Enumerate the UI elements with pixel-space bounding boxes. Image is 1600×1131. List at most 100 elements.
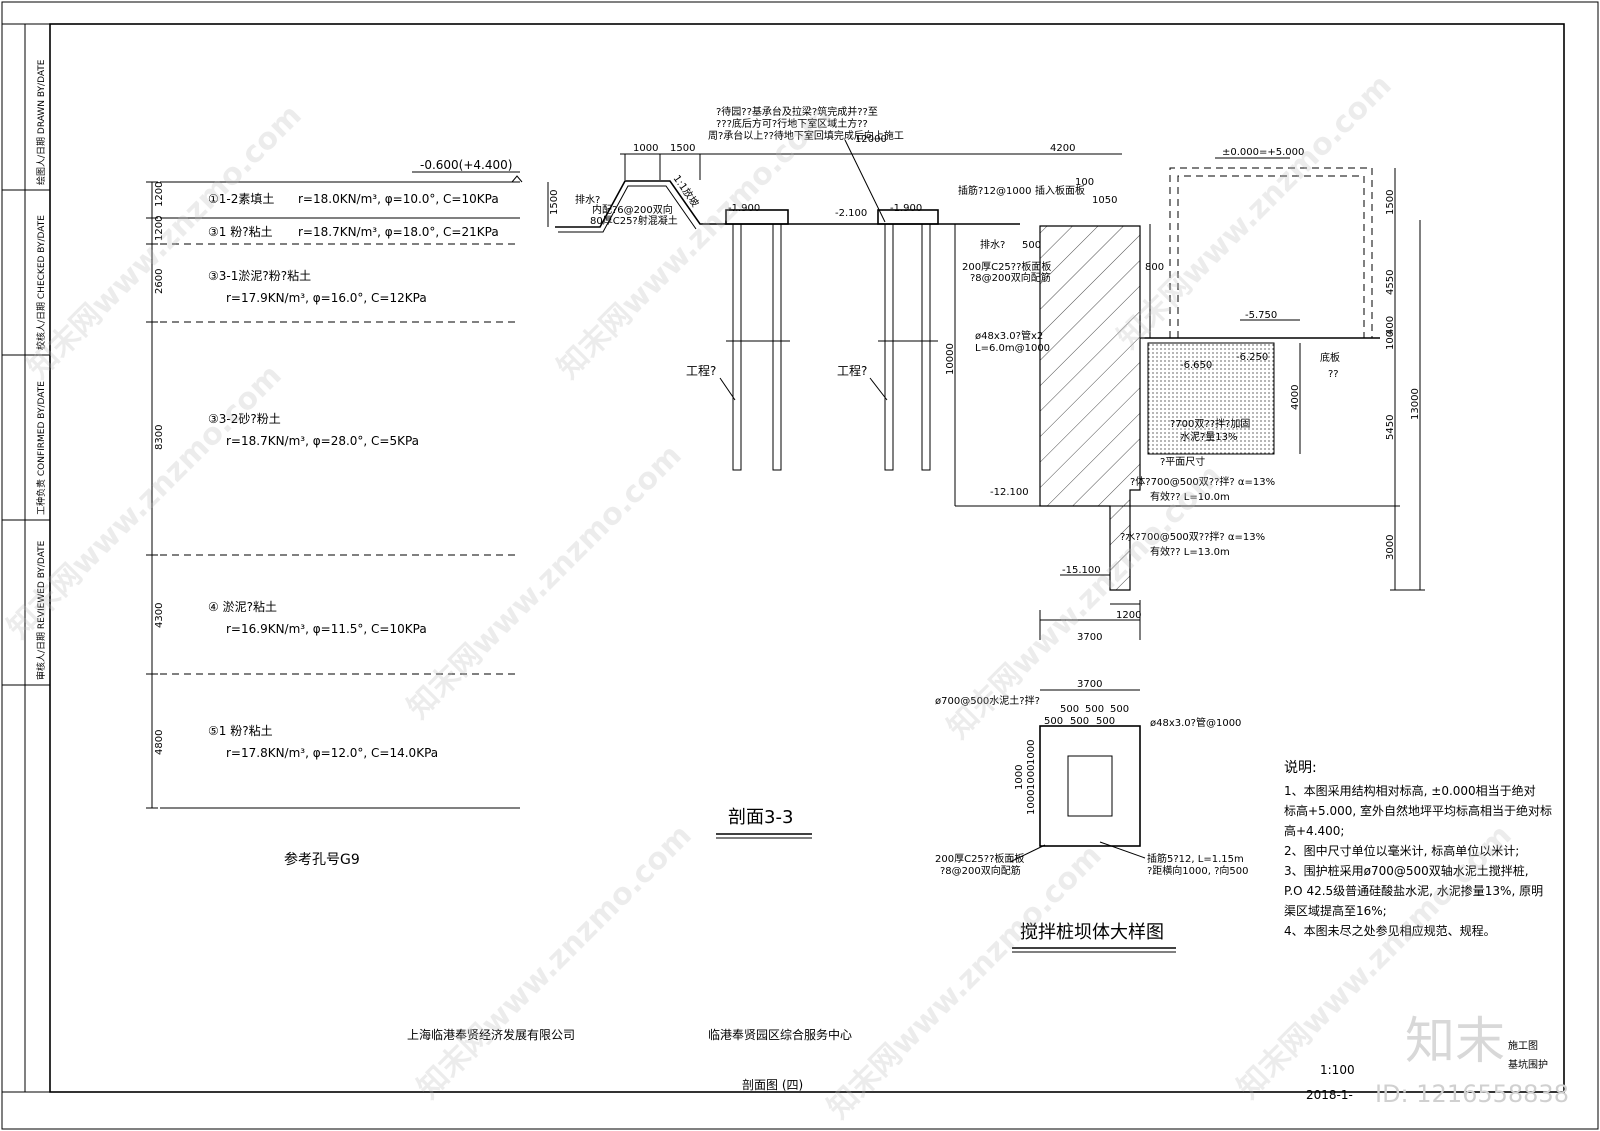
shotcrete-label: 80厚C25?射混凝土 bbox=[590, 214, 678, 227]
layer-3-params: r=17.9KN/m³, φ=16.0°, C=12KPa bbox=[226, 291, 427, 305]
detail-top-dim: 3700 bbox=[1077, 679, 1102, 690]
top-note-1: ?待园??基承台及拉梁?筑完成并??至 bbox=[716, 105, 878, 118]
svg-text:1000: 1000 bbox=[1014, 765, 1025, 790]
pile-label-2: 工程? bbox=[837, 363, 867, 378]
layer-1-name: ①1-2素填土 bbox=[208, 192, 274, 206]
layer-5-params: r=16.9KN/m³, φ=11.5°, C=10KPa bbox=[226, 622, 427, 636]
watermark-id: ID: 1216558838 bbox=[1375, 1080, 1569, 1108]
elev-seal-toe: -15.100 bbox=[1062, 565, 1101, 576]
dim-1200: 1200 bbox=[1116, 610, 1141, 621]
title-block: 上海临港奉贤经济发展有限公司 临港奉贤园区综合服务中心 剖面图 (四) 1:10… bbox=[407, 1027, 1548, 1102]
layer-4-name: ③3-2砂?粉土 bbox=[208, 412, 281, 426]
rebar-label: 插筋?12@1000 bbox=[958, 184, 1031, 197]
mesh-label: 内配?6@200双向 bbox=[592, 203, 673, 216]
floor-slab-label-2: ?? bbox=[1328, 369, 1339, 380]
ref-hole-label: 参考孔号G9 bbox=[284, 851, 360, 868]
layer-6-params: r=17.8KN/m³, φ=12.0°, C=14.0KPa bbox=[226, 746, 438, 760]
note-line-2: 标高+5.000, 室外自然地坪平均标高相当于绝对标 bbox=[1284, 803, 1552, 818]
elev-wall-toe: -12.100 bbox=[990, 487, 1029, 498]
note-line-1: 1、本图采用结构相对标高, ±0.000相当于绝对 bbox=[1284, 783, 1536, 798]
dim-3700: 3700 bbox=[1077, 632, 1102, 643]
thick-6: 4800 bbox=[154, 730, 165, 755]
svg-text:绘图人/日期 DRAWN BY/DATE: 绘图人/日期 DRAWN BY/DATE bbox=[35, 59, 47, 185]
footer-type: 基坑围护 bbox=[1508, 1058, 1548, 1071]
footer-scale: 1:100 bbox=[1320, 1063, 1355, 1077]
wall-length-label: 有效?? L=10.0m bbox=[1150, 490, 1230, 503]
svg-text:审核人/日期 REVIEWED BY/DATE: 审核人/日期 REVIEWED BY/DATE bbox=[35, 540, 47, 680]
detail-d500-5: 500 bbox=[1070, 716, 1089, 727]
footer-date: 2018-1- bbox=[1306, 1088, 1353, 1102]
soil-profile: 1200 1200 2600 8300 4300 4800 -0.600(+4.… bbox=[146, 158, 523, 868]
elev-datum: ±0.000=+5.000 bbox=[1222, 147, 1304, 158]
plan-size-label: ?平面尺寸 bbox=[1160, 455, 1205, 468]
dim-r-3000: 3000 bbox=[1385, 535, 1396, 560]
note-line-8: 4、本图未尽之处参见相应规范、规程。 bbox=[1284, 923, 1496, 938]
footer-stage: 施工图 bbox=[1508, 1039, 1538, 1052]
dim-800: 800 bbox=[1145, 262, 1164, 273]
elev-pilecap-2: -1.900 bbox=[890, 203, 922, 214]
svg-text:1000: 1000 bbox=[1026, 765, 1037, 790]
pile-label-1: 工程? bbox=[686, 363, 716, 378]
detail-slab-label: 200厚C25??板面板 bbox=[935, 852, 1024, 865]
dim-12000: 12000 bbox=[855, 134, 887, 145]
watermark-site-5: 知末网www.znzmo.com bbox=[401, 438, 689, 726]
top-note-3: 周?承台以上??待地下室回填完成后向上施工 bbox=[708, 129, 904, 142]
pipe-length-label: L=6.0m@1000 bbox=[975, 343, 1050, 354]
floor-slab-label: 底板 bbox=[1320, 351, 1340, 364]
footer-project: 临港奉贤园区综合服务中心 bbox=[708, 1027, 852, 1042]
elev-ground: -2.100 bbox=[835, 208, 867, 219]
svg-text:工种负责 CONFIRMED BY/DATE: 工种负责 CONFIRMED BY/DATE bbox=[35, 381, 47, 515]
dim-r-5450: 5450 bbox=[1385, 415, 1396, 440]
footer-drawing: 剖面图 (四) bbox=[742, 1078, 803, 1092]
seal-spec-label: ?水?700@500双??拌? α=13% bbox=[1120, 530, 1265, 543]
dim-r-400: 400 bbox=[1385, 316, 1396, 335]
thick-1: 1200 bbox=[154, 182, 165, 207]
top-elevation: -0.600(+4.400) bbox=[420, 158, 512, 172]
dim-500: 500 bbox=[1022, 240, 1041, 251]
detail-d500-6: 500 bbox=[1096, 716, 1115, 727]
thick-4: 8300 bbox=[154, 425, 165, 450]
side-label-confirmed: 工种负责 CONFIRMED BY/DATE bbox=[35, 381, 47, 515]
dim-10000: 10000 bbox=[945, 343, 956, 375]
footer-company: 上海临港奉贤经济发展有限公司 bbox=[407, 1027, 575, 1042]
layer-5-name: ④ 淤泥?粘土 bbox=[208, 599, 277, 614]
note-line-5: 3、围护桩采用ø700@500双轴水泥土搅拌桩, bbox=[1284, 863, 1529, 878]
detail-title: 搅拌桩坝体大样图 bbox=[1020, 922, 1164, 943]
svg-text:1500: 1500 bbox=[549, 190, 560, 215]
svg-text:1000: 1000 bbox=[1026, 790, 1037, 815]
elev-pit-2: -6.250 bbox=[1236, 352, 1268, 363]
thick-3: 2600 bbox=[154, 269, 165, 294]
detail-d500-4: 500 bbox=[1044, 716, 1063, 727]
detail-pipe-label: ø48x3.0?管@1000 bbox=[1150, 716, 1241, 729]
detail-top-label: ø700@500水泥土?拌? bbox=[935, 694, 1040, 707]
top-note-2: ???底后方可?行地下室区域土方?? bbox=[716, 117, 868, 130]
watermark-site-7: 知末网www.znzmo.com bbox=[411, 818, 699, 1106]
section-title: 剖面3-3 bbox=[728, 807, 793, 828]
dim-1050: 1050 bbox=[1092, 195, 1117, 206]
dim-r-100: 100 bbox=[1385, 331, 1396, 350]
side-label-drawn: 绘图人/日期 DRAWN BY/DATE bbox=[35, 59, 47, 185]
inner-frame bbox=[49, 23, 1565, 1093]
dim-r-4550: 4550 bbox=[1385, 270, 1396, 295]
layer-2-name: ③1 粉?粘土 bbox=[208, 224, 273, 239]
watermark-site-1: 知末网www.znzmo.com bbox=[21, 98, 309, 386]
mixing-pile-detail: 3700 ø700@500水泥土?拌? ø48x3.0?管@1000 500 5… bbox=[935, 679, 1249, 953]
slab-label: 200厚C25??板面板 bbox=[962, 260, 1051, 273]
thick-5: 4300 bbox=[154, 603, 165, 628]
wall-spec-label: ?体?700@500双??拌? α=13% bbox=[1130, 475, 1275, 488]
note-line-3: 高+4.400; bbox=[1284, 823, 1344, 838]
layer-4-params: r=18.7KN/m³, φ=28.0°, C=5KPa bbox=[226, 434, 419, 448]
watermark-brand: 知末 bbox=[1405, 1012, 1505, 1070]
elev-pilecap-1: -1.900 bbox=[728, 203, 760, 214]
drain-label-2: 排水? bbox=[980, 238, 1005, 251]
thick-2: 1200 bbox=[154, 216, 165, 241]
dim-4200: 4200 bbox=[1050, 143, 1075, 154]
notes: 说明: 1、本图采用结构相对标高, ±0.000相当于绝对 标高+5.000, … bbox=[1284, 760, 1552, 938]
dim-r-13000: 13000 bbox=[1410, 388, 1421, 420]
seal-length-label: 有效?? L=13.0m bbox=[1150, 545, 1230, 558]
svg-text:1000: 1000 bbox=[1026, 740, 1037, 765]
slab-mesh-label: ?8@200双向配筋 bbox=[970, 271, 1051, 284]
dim-1500: 1500 bbox=[670, 143, 695, 154]
